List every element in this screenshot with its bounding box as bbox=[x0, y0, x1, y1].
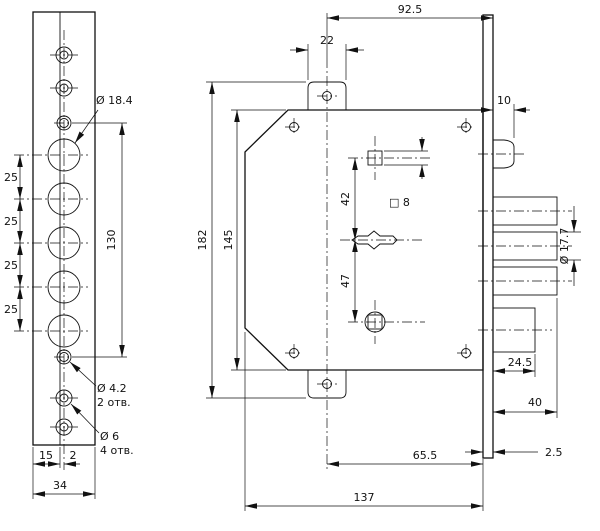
auxiliary-bolt bbox=[478, 307, 552, 353]
dim-label-pitch-4: 25 bbox=[4, 303, 18, 316]
mount-hole-top bbox=[54, 115, 74, 131]
faceplate-edge bbox=[482, 14, 494, 459]
dim-label-pitch-3: 25 bbox=[4, 259, 18, 272]
spindle-square bbox=[348, 136, 432, 180]
dim-label-34: 34 bbox=[53, 479, 67, 492]
dim-22: 22 bbox=[290, 34, 364, 80]
dim-label-137: 137 bbox=[354, 491, 375, 504]
dim-label-24-5: 24.5 bbox=[508, 356, 533, 369]
dim-label-145: 145 bbox=[222, 230, 235, 251]
large-hole-2 bbox=[47, 182, 81, 216]
dim-137: 137 bbox=[244, 332, 484, 511]
dim-145: 145 bbox=[222, 109, 286, 371]
deadbolt-pins bbox=[478, 196, 572, 296]
key-slot bbox=[340, 230, 425, 250]
latch-bolt bbox=[478, 139, 524, 169]
dim-label-182: 182 bbox=[196, 230, 209, 251]
screw-hole-bottom-1 bbox=[50, 389, 78, 407]
dim-label-dia-4-2-qty: 2 отв. bbox=[97, 396, 131, 409]
dim-label-130: 130 bbox=[105, 230, 118, 251]
dim-label-2-5: 2.5 bbox=[545, 446, 563, 459]
dim-label-10: 10 bbox=[497, 94, 511, 107]
large-hole-5 bbox=[47, 314, 81, 348]
dim-span-130: 130 bbox=[74, 122, 127, 358]
body-corner-holes bbox=[285, 118, 475, 362]
dim-182: 182 bbox=[196, 81, 306, 399]
dim-label-pitch-2: 25 bbox=[4, 215, 18, 228]
dim-label-2: 2 bbox=[70, 449, 77, 462]
dim-2-5: 2.5 bbox=[465, 446, 563, 459]
dim-label-92-5: 92.5 bbox=[398, 3, 423, 16]
dim-24-5: 24.5 bbox=[493, 354, 536, 377]
dim-label-15: 15 bbox=[39, 449, 53, 462]
body-dimensions: 92.5 22 10 182 145 bbox=[196, 3, 581, 511]
dim-pitch-25: 25 25 25 25 bbox=[4, 155, 23, 331]
faceplate-front-view bbox=[14, 11, 96, 470]
lock-body-outline bbox=[244, 109, 484, 371]
large-hole-3 bbox=[47, 226, 81, 260]
dim-label-square-8: □ 8 bbox=[389, 196, 410, 209]
dim-label-47: 47 bbox=[339, 274, 352, 288]
dim-47: 47 bbox=[339, 240, 358, 322]
lock-body-side-view bbox=[244, 14, 572, 470]
dim-label-dia-18-4: Ø 18.4 bbox=[96, 94, 133, 107]
dim-label-65-5: 65.5 bbox=[413, 449, 438, 462]
dim-dia-17-7: Ø 17.7 bbox=[558, 206, 581, 286]
dim-label-dia-4-2: Ø 4.2 bbox=[97, 382, 127, 395]
dim-42: 42 bbox=[339, 158, 358, 240]
dim-label-dia-6-qty: 4 отв. bbox=[100, 444, 134, 457]
dim-square-8: □ 8 bbox=[384, 137, 428, 209]
leader-dia-6: Ø 6 4 отв. bbox=[70, 403, 134, 457]
dim-10: 10 bbox=[477, 94, 530, 138]
cylinder-holes bbox=[14, 138, 88, 348]
dim-label-dia-17-7: Ø 17.7 bbox=[558, 228, 571, 265]
lower-square-follower bbox=[348, 300, 425, 344]
dim-label-22: 22 bbox=[320, 34, 334, 47]
dim-label-40: 40 bbox=[528, 396, 542, 409]
dim-label-dia-6: Ø 6 bbox=[100, 430, 119, 443]
dim-92-5: 92.5 bbox=[326, 3, 493, 58]
screw-hole-top-2 bbox=[50, 79, 78, 97]
screw-hole-top-1 bbox=[50, 46, 78, 64]
leader-dia-4-2: Ø 4.2 2 отв. bbox=[69, 361, 131, 409]
screw-hole-bottom-2 bbox=[50, 418, 78, 436]
large-hole-4 bbox=[47, 270, 81, 304]
large-hole-1 bbox=[47, 138, 81, 172]
faceplate-dimensions: 25 25 25 25 130 Ø 18.4 Ø 4.2 2 отв. Ø 6 bbox=[4, 94, 134, 499]
leader-dia-18-4: Ø 18.4 bbox=[74, 94, 133, 144]
dim-label-42: 42 bbox=[339, 192, 352, 206]
mount-hole-bottom bbox=[54, 349, 74, 365]
dim-widths-bottom: 15 2 34 bbox=[32, 447, 96, 499]
dim-65-5: 65.5 bbox=[327, 449, 484, 470]
dim-40: 40 bbox=[493, 298, 558, 418]
dim-label-pitch-1: 25 bbox=[4, 171, 18, 184]
